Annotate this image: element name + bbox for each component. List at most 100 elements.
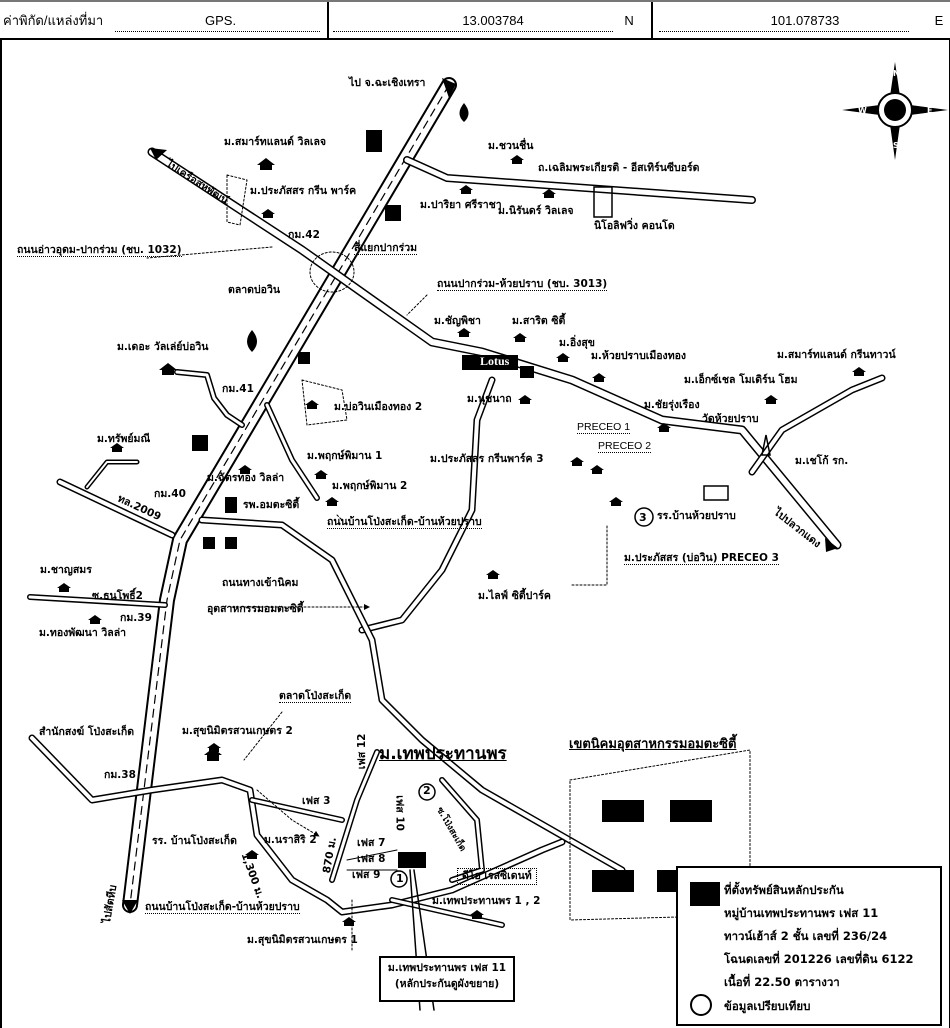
lotus-logo bbox=[462, 355, 518, 370]
label-thepprathanporn-12: ม.เทพประทานพร 1 , 2 bbox=[432, 895, 541, 907]
label-hospital: รพ.อมตะซิตี้ bbox=[243, 499, 300, 511]
label-exchange-modern-home: ม.เอ็กซ์เชล โมเดิร์น โฮม bbox=[684, 374, 798, 386]
comparison-circle-2 bbox=[418, 783, 436, 801]
legend-line-2: หมู่บ้านเทพประทานพร เฟส 11 bbox=[724, 906, 879, 920]
label-condo: นิโอลิฟวิ่ง คอนโด bbox=[594, 220, 675, 232]
subject-line-2: (หลักประกันดูผังขยาย) bbox=[394, 977, 500, 990]
label-lotus: Lotus bbox=[480, 354, 510, 368]
road-valley bbox=[174, 369, 245, 428]
arrow-southeast bbox=[825, 538, 838, 552]
location-map: N S W E ไป จ.ฉะเชิงเทรา ไปเครือสหพัฒน์ ม… bbox=[0, 38, 950, 1028]
label-km41: กม.41 bbox=[222, 383, 254, 395]
label-road-3013: ถนนปากร่วม-ห้วยปราบ (ชบ. 3013) bbox=[437, 278, 608, 291]
label-school-pongsaket: รร. บ้านโป่งสะเก็ด bbox=[152, 835, 237, 847]
label-phruksa2: ม.พฤกษ์พิมาน 2 bbox=[332, 480, 408, 492]
label-huaiprab-muangthong: ม.ห้วยปราบเมืองทอง bbox=[591, 350, 687, 362]
label-phase7: เฟส 7 bbox=[357, 837, 386, 849]
bank-icon bbox=[520, 366, 534, 378]
label-soi-thanphochai2: ซ.ธนโพธิ์2 bbox=[92, 590, 143, 602]
label-wat-huaiprab: วัดห้วยปราบ bbox=[702, 413, 759, 425]
landmark-icons bbox=[192, 130, 534, 549]
label-chatthong-villa: ม.ฉัตรทอง วิลล่า bbox=[207, 472, 285, 484]
highway-main bbox=[122, 77, 457, 913]
road-2009 bbox=[56, 459, 176, 539]
legend-line-1: ที่ตั้งทรัพย์สินหลักประกัน bbox=[724, 883, 844, 897]
label-industrial-road-2: อุตสาหกรรมอมตะซิตี้ bbox=[207, 603, 304, 615]
road-south-3013 bbox=[358, 376, 496, 634]
longitude-cell: 101.078733 E bbox=[653, 2, 950, 38]
label-prakasit-greenpark3: ม.ประภัสสร กรีนพาร์ค 3 bbox=[430, 453, 544, 465]
road-network bbox=[27, 62, 948, 1011]
label-sap-mani: ม.ทรัพย์มณี bbox=[97, 433, 151, 445]
label-thepprathanporn-title: ม.เทพประทานพร bbox=[379, 744, 507, 764]
label-phase3: เฟส 3 bbox=[302, 795, 331, 807]
label-phase8: เฟส 8 bbox=[357, 853, 386, 865]
label-the-valley: ม.เดอะ วัลเล่ย์บ่อวิน bbox=[117, 341, 209, 353]
label-bo-win-market: ตลาดบ่อวิน bbox=[228, 284, 281, 296]
label-ingsuk: ม.อิ่งสุข bbox=[559, 337, 595, 349]
label-industrial-zone: เขตนิคมอุตสาหกรรมอมตะซิตี้ bbox=[569, 737, 737, 752]
subject-property-marker bbox=[398, 852, 426, 868]
label-narasiri2: ม.นราสิริ 2 bbox=[264, 834, 317, 846]
label-phase10: เฟส 10 bbox=[393, 795, 406, 831]
road-industrial bbox=[198, 516, 626, 874]
road-pongsaket bbox=[28, 734, 566, 916]
label-preceo1: PRECEO 1 bbox=[577, 421, 631, 434]
source-value: GPS. bbox=[205, 12, 237, 28]
coordinate-header: ค่าพิกัด/แหล่งที่มา GPS. 13.003784 N 101… bbox=[0, 0, 950, 40]
subject-swatch-icon bbox=[690, 882, 720, 906]
label-charnsomorn: ม.ชาญสมร bbox=[40, 564, 92, 576]
label-prakasit-bowin-preceo3: ม.ประภัสสร (บ่อวิน) PRECEO 3 bbox=[624, 552, 779, 565]
label-pariya: ม.ปาริยา ศรีราชา bbox=[420, 199, 502, 211]
label-preceo2: PRECEO 2 bbox=[598, 440, 652, 453]
label-chairungrueang: ม.ชัยรุ่งเรือง bbox=[644, 399, 700, 411]
label-to-chachoengsao: ไป จ.ฉะเชิงเทรา bbox=[349, 77, 426, 89]
label-nuchanart: ม.นุชนาถ bbox=[467, 393, 512, 405]
map-legend: ที่ตั้งทรัพย์สินหลักประกัน หมู่บ้านเทพปร… bbox=[676, 866, 942, 1026]
bank-icon bbox=[298, 352, 310, 364]
label-km39: กม.39 bbox=[120, 612, 152, 624]
label-marker1: 1 bbox=[396, 872, 404, 885]
road-phruksa bbox=[264, 402, 320, 501]
label-chewa-ko: ม.เชโก้ รก. bbox=[795, 455, 849, 467]
comparison-circle-1 bbox=[390, 870, 408, 888]
arrow-northwest bbox=[150, 148, 167, 160]
subject-callout: ม.เทพประทานพร เฟส 11 (หลักประกันดูผังขยา… bbox=[379, 956, 515, 1002]
longitude-value: 101.078733 bbox=[770, 12, 840, 28]
label-km38: กม.38 bbox=[104, 769, 136, 781]
landmark-icon bbox=[366, 130, 382, 152]
latitude-direction: N bbox=[624, 12, 634, 28]
label-road-1032: ถนนอ่าวอุดม-ปากร่วม (ชบ. 1032) bbox=[17, 244, 182, 257]
label-bowin-muangthong2: ม.บ่อวินเมืองทอง 2 bbox=[334, 401, 423, 413]
bank-icon bbox=[203, 537, 215, 549]
compass-rose bbox=[842, 62, 948, 160]
bank-icon bbox=[225, 537, 237, 549]
compass-e: E bbox=[927, 106, 933, 115]
label-thongphatthana: ม.ทองพัฒนา วิลล่า bbox=[39, 627, 127, 639]
bank-icon bbox=[385, 205, 401, 221]
label-phase9: เฟส 9 bbox=[352, 869, 381, 881]
label-school-huaiprab: รร.บ้านห้วยปราบ bbox=[657, 510, 736, 522]
comparison-circle-3 bbox=[634, 507, 654, 527]
latitude-cell: 13.003784 N bbox=[329, 2, 653, 38]
school-icon bbox=[703, 485, 729, 501]
subject-line-1: ม.เทพประทานพร เฟส 11 bbox=[387, 962, 507, 974]
label-marker3: 3 bbox=[639, 511, 647, 524]
label-nirun: ม.นิรันดร์ วิลเลจ bbox=[498, 205, 574, 217]
label-pongsaket-market: ตลาดโป่งสะเก็ด bbox=[279, 690, 352, 703]
label-chanphisa: ม.ชัญพิชา bbox=[434, 315, 481, 327]
label-phruksa1: ม.พฤกษ์พิมาน 1 bbox=[307, 450, 383, 462]
source-cell: ค่าพิกัด/แหล่งที่มา GPS. bbox=[0, 2, 330, 38]
label-dio-residence: ดีโอ เรสซิเดนท์ bbox=[457, 868, 537, 885]
label-sangha-office: สำนักสงฆ์ โป่งสะเก็ด bbox=[39, 726, 135, 738]
label-smart-land-greentown: ม.สมาร์ทแลนด์ กรีนทาวน์ bbox=[777, 349, 896, 361]
label-sarit-city: ม.สาริต ซิตี้ bbox=[512, 315, 566, 327]
label-road-pongsaket-huaiprab: ถนนบ้านโป่งสะเก็ด-บ้านห้วยปราบ bbox=[327, 516, 482, 529]
legend-line-4: โฉนดเลขที่ 201226 เลขที่ดิน 6122 bbox=[724, 952, 914, 966]
compass-n: N bbox=[893, 69, 900, 78]
village-icons bbox=[57, 155, 866, 926]
compass-w: W bbox=[858, 106, 867, 115]
label-km42: กม.42 bbox=[288, 229, 320, 241]
label-prakasit-green-park: ม.ประภัสสร กรีน พาร์ค bbox=[250, 185, 357, 197]
arrow-south bbox=[122, 900, 138, 914]
